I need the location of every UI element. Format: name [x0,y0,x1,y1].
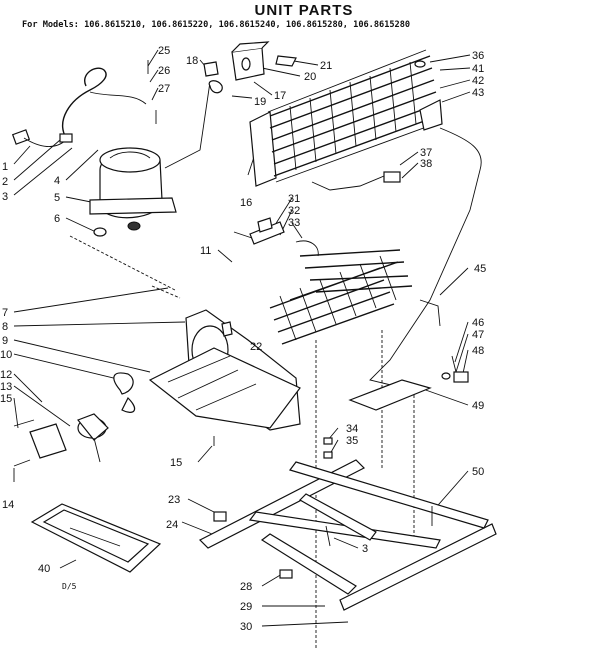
callout-12: 12 [0,369,12,381]
power-cord-assembly [11,67,147,147]
callout-18: 18 [186,55,198,67]
callout-21: 21 [320,60,332,72]
callout-8: 8 [2,321,8,333]
callout-43: 43 [472,87,484,99]
callout-35: 35 [346,435,358,447]
callout-10: 10 [0,349,12,361]
bracket-and-fasteners [348,355,469,411]
models-numbers: 106.8615210, 106.8615220, 106.8615240, 1… [84,20,411,30]
callout-26: 26 [158,65,170,77]
page-code: D/5 [62,582,77,591]
relay-and-cover [147,41,297,124]
callout-49: 49 [472,400,484,412]
base-frame [198,437,497,611]
callout-20: 20 [304,71,316,83]
callout-45: 45 [474,263,486,275]
fan-bracket [148,309,301,431]
callout-42: 42 [472,75,484,87]
callout-47: 47 [472,329,484,341]
callout-24: 24 [166,519,178,531]
model-list: For Models: 106.8615210, 106.8615220, 10… [22,20,410,30]
callout-13: 13 [0,381,12,393]
callout-4: 4 [54,175,60,187]
callout-30: 30 [240,621,252,633]
callout-15b: 15 [170,457,182,469]
models-prefix: For Models: [22,20,79,30]
callout-14: 14 [2,499,14,511]
callout-25: 25 [158,45,170,57]
callout-16: 16 [240,197,252,209]
callout-6: 6 [54,213,60,225]
callout-1: 1 [2,161,8,173]
callout-27: 27 [158,83,170,95]
callout-33: 33 [288,217,300,229]
evaporator-coil [269,127,482,393]
callout-7: 7 [2,307,8,319]
callout-19: 19 [254,96,266,108]
callout-11: 11 [200,245,211,257]
callout-3: 3 [2,191,8,203]
callout-34: 34 [346,423,358,435]
callout-37: 37 [420,147,432,159]
callout-labels: 1 2 3 4 5 6 7 8 9 10 11 12 13 14 15 15 1… [0,45,486,633]
callout-9: 9 [2,335,8,347]
fan-motor [13,372,215,467]
compressor [89,147,177,237]
callout-29: 29 [240,601,252,613]
callout-32: 32 [288,205,300,217]
callout-38: 38 [420,158,432,170]
callout-28: 28 [240,581,252,593]
callout-3b: 3 [362,543,368,555]
callout-2: 2 [2,176,8,188]
callout-36: 36 [472,50,484,62]
callout-17: 17 [274,90,286,102]
diagram-title: UNIT PARTS [254,2,354,19]
callout-31: 31 [288,193,300,205]
callout-46: 46 [472,317,484,329]
callout-15: 15 [0,393,12,405]
condenser-coil [249,49,443,191]
callout-22: 22 [250,341,262,353]
callout-5: 5 [54,192,60,204]
drain-pan [30,503,162,573]
callout-50: 50 [472,466,484,478]
callout-48: 48 [472,345,484,357]
callout-41: 41 [472,63,484,75]
callout-40: 40 [38,563,50,575]
callout-23: 23 [168,494,180,506]
drier [233,217,285,245]
